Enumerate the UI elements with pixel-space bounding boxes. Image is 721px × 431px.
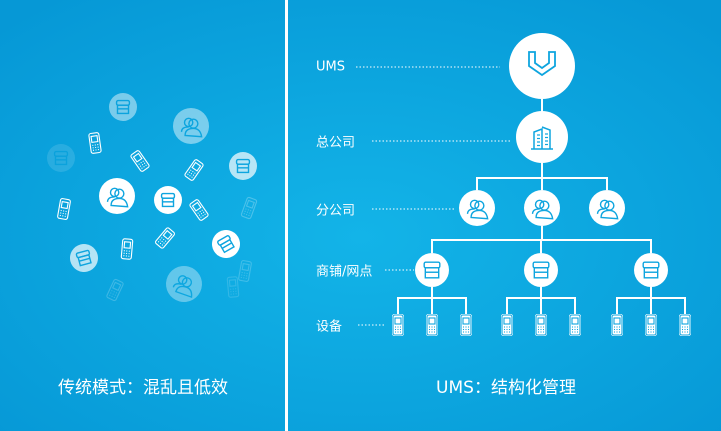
level-label-device: 设备 xyxy=(316,319,343,335)
level-label-store: 商铺/网点 xyxy=(316,264,373,280)
scattered-store-icon xyxy=(229,152,257,180)
scattered-device-icon xyxy=(240,196,258,220)
divider xyxy=(285,0,288,431)
scattered-people-icon xyxy=(173,108,209,144)
device-node xyxy=(460,314,472,336)
right-caption: UMS：结构化管理 xyxy=(436,378,576,398)
scattered-store-icon xyxy=(70,244,98,272)
store-node xyxy=(524,253,558,287)
scattered-store-icon xyxy=(109,93,137,121)
headquarters-node xyxy=(516,111,568,163)
connector-line xyxy=(616,287,686,316)
scattered-device-icon xyxy=(155,227,175,249)
scattered-store-icon xyxy=(212,230,240,258)
device-node xyxy=(679,314,691,336)
left-caption: 传统模式：混乱且低效 xyxy=(58,378,228,398)
level-label-branch: 分公司 xyxy=(316,203,356,219)
scattered-device-icon xyxy=(184,159,204,181)
scattered-device-icon xyxy=(88,132,102,154)
connector-line xyxy=(506,287,576,316)
branch-node xyxy=(524,190,560,226)
device-node xyxy=(645,314,657,336)
device-node xyxy=(535,314,547,336)
scattered-device-icon xyxy=(106,278,124,302)
store-node xyxy=(634,253,668,287)
scattered-device-icon xyxy=(226,276,240,298)
connector-line xyxy=(397,287,467,316)
scattered-device-icon xyxy=(238,260,252,282)
scattered-people-icon xyxy=(166,266,202,302)
level-label-ums: UMS xyxy=(316,59,345,75)
branch-node xyxy=(589,190,625,226)
scattered-device-icon xyxy=(130,150,150,172)
device-node xyxy=(569,314,581,336)
scattered-device-icon xyxy=(57,198,71,220)
scattered-store-icon xyxy=(47,144,75,172)
store-node xyxy=(415,253,449,287)
level-label-headquarters: 总公司 xyxy=(316,135,356,151)
branch-node xyxy=(459,190,495,226)
device-node xyxy=(501,314,513,336)
device-node xyxy=(426,314,438,336)
device-node xyxy=(611,314,623,336)
scattered-people-icon xyxy=(99,178,135,214)
device-node xyxy=(392,314,404,336)
ums-logo-node xyxy=(509,33,575,99)
scattered-device-icon xyxy=(120,238,134,260)
scattered-device-icon xyxy=(189,199,209,221)
scattered-store-icon xyxy=(154,186,182,214)
